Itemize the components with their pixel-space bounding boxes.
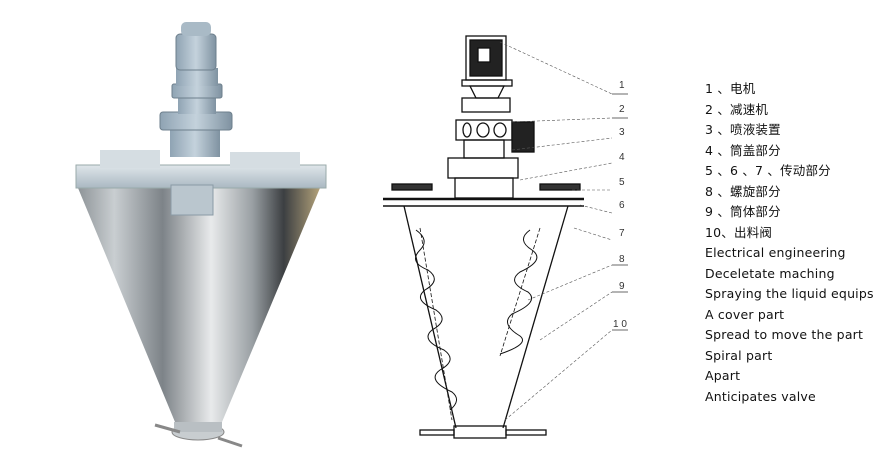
callout-10: 1 0: [613, 319, 627, 330]
legend-cn-6: 8 、螺旋部分: [705, 183, 781, 199]
callout-1: 1: [619, 80, 625, 91]
callout-2: 2: [619, 104, 625, 115]
legend-cn-2: 2 、减速机: [705, 101, 769, 117]
parts-legend: 1 、电机 2 、减速机 3 、喷液装置 4 、筒盖部分 5 、6 、7 、传动…: [705, 79, 890, 407]
legend-en-6: Spiral part: [705, 347, 773, 363]
callout-9: 9: [619, 281, 625, 292]
callout-4: 4: [619, 152, 625, 163]
legend-en-2: Deceletate maching: [705, 265, 835, 281]
legend-en-8: Anticipates valve: [705, 388, 816, 404]
callout-7: 7: [619, 228, 625, 239]
legend-en-4: A cover part: [705, 306, 785, 322]
legend-en-7: Apart: [705, 368, 741, 383]
legend-cn-7: 9 、筒体部分: [705, 204, 781, 219]
legend-cn-3: 3 、喷液装置: [705, 122, 781, 137]
callout-5: 5: [619, 177, 625, 188]
mixer-photo: [0, 0, 360, 470]
callout-6: 6: [619, 200, 625, 211]
legend-cn-5: 5 、6 、7 、传动部分: [705, 163, 831, 178]
mixer-schematic: [360, 0, 700, 470]
legend-en-1: Electrical engineering: [705, 245, 846, 260]
callout-8: 8: [619, 254, 625, 265]
legend-cn-8: 10、出料阀: [705, 224, 773, 240]
callout-3: 3: [619, 127, 625, 138]
legend-en-5: Spread to move the part: [705, 327, 864, 342]
legend-cn-4: 4 、筒盖部分: [705, 142, 781, 158]
legend-cn-1: 1 、电机: [705, 81, 756, 96]
legend-en-3: Spraying the liquid equips: [705, 286, 874, 301]
